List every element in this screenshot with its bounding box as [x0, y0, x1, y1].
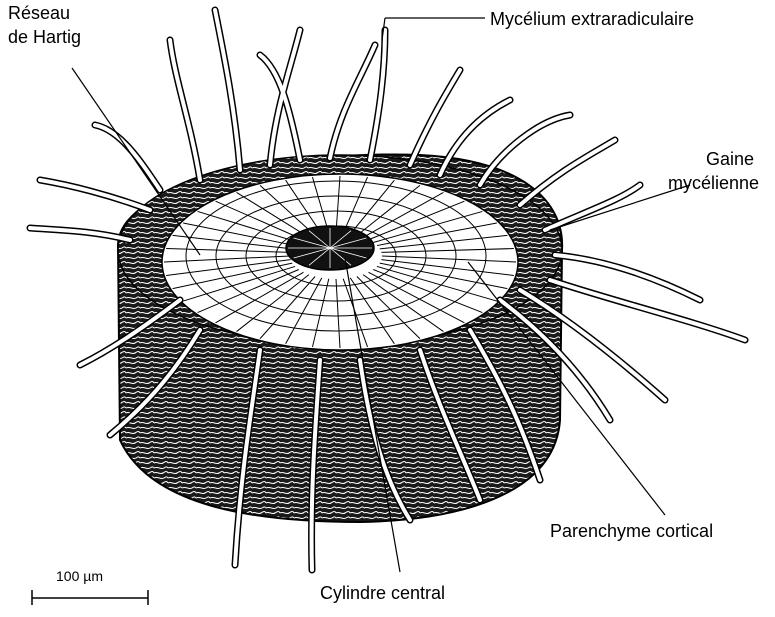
scale-bar: [32, 590, 148, 605]
scale-bar-label: 100 µm: [56, 568, 103, 584]
label-extraradical-mycelium: Mycélium extraradiculaire: [490, 8, 694, 30]
label-sheath-line1: Gaine: [706, 148, 754, 170]
hypha-strand: [555, 255, 700, 300]
label-central-cylinder: Cylindre central: [320, 582, 445, 604]
label-hartig-net-line1: Réseau: [8, 2, 70, 24]
hypha-strand: [95, 125, 160, 190]
label-sheath-line2: mycélienne: [668, 172, 759, 194]
hypha-strand-core: [170, 40, 200, 180]
label-cortical-parenchyma: Parenchyme cortical: [550, 520, 713, 542]
label-hartig-net-line2: de Hartig: [8, 26, 81, 48]
